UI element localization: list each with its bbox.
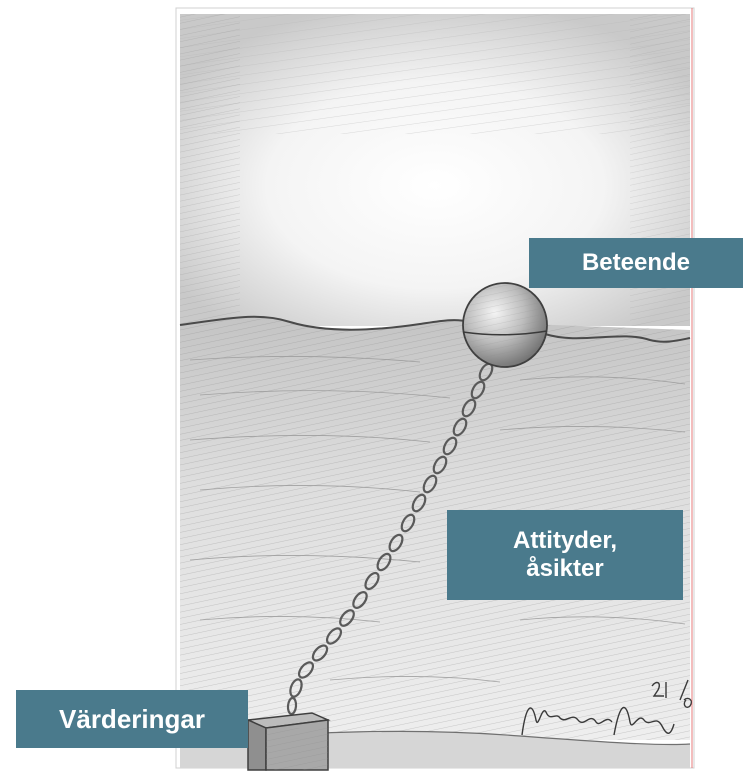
label-values: Värderingar bbox=[16, 690, 248, 748]
label-behavior: Beteende bbox=[529, 238, 743, 288]
label-behavior-text: Beteende bbox=[582, 249, 690, 277]
label-attitudes-line1: Attityder, bbox=[513, 527, 617, 555]
buoy-ball bbox=[463, 283, 547, 367]
label-attitudes: Attityder, åsikter bbox=[447, 510, 683, 600]
label-attitudes-line2: åsikter bbox=[526, 555, 603, 583]
label-values-text: Värderingar bbox=[59, 705, 205, 733]
anchor-block bbox=[248, 713, 328, 770]
